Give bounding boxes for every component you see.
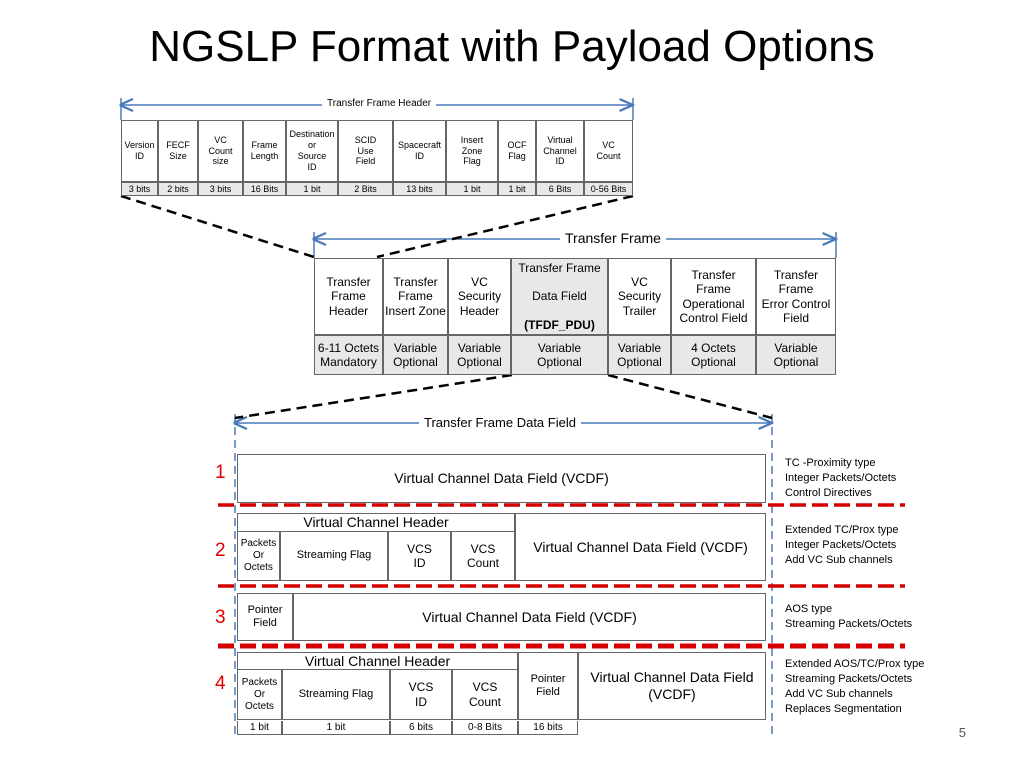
field-destination-id: Destination or Source ID <box>286 120 338 182</box>
frame-size-header: 6-11 Octets Mandatory <box>314 335 383 375</box>
size-insert-zone-flag: 1 bit <box>446 182 498 196</box>
option4-description: Extended AOS/TC/Prox type Streaming Pack… <box>785 658 925 715</box>
bits-streaming-flag: 1 bit <box>282 721 390 735</box>
bits-vcs-id: 6 bits <box>390 721 452 735</box>
field-ocf-flag: OCF Flag <box>498 120 536 182</box>
size-ocf-flag: 1 bit <box>498 182 536 196</box>
size-virtual-channel-id: 6 Bits <box>536 182 584 196</box>
size-destination-id: 1 bit <box>286 182 338 196</box>
field-version-id: Version ID <box>121 120 158 182</box>
zoom-line <box>607 373 773 420</box>
option-number-3: 3 <box>215 607 226 628</box>
option-number-2: 2 <box>215 540 226 561</box>
option4-pointer-field: Pointer Field <box>518 652 578 720</box>
option1-description: TC -Proximity type Integer Packets/Octet… <box>785 457 897 499</box>
field-frame-length: Frame Length <box>243 120 286 182</box>
size-spacecraft-id: 13 bits <box>393 182 446 196</box>
option2-vcs-id: VCS ID <box>388 531 451 581</box>
field-vc-count-size: VC Count size <box>198 120 243 182</box>
option3-pointer-field: Pointer Field <box>237 593 293 641</box>
slide-title: NGSLP Format with Payload Options <box>149 22 875 71</box>
option2-vcdf: Virtual Channel Data Field (VCDF) <box>515 513 766 581</box>
option4-packets-or-octets: Packets Or Octets <box>237 669 282 720</box>
size-scid-use: 2 Bits <box>338 182 393 196</box>
option4-vcs-count: VCS Count <box>452 669 518 720</box>
frame-size-ocf: 4 Octets Optional <box>671 335 756 375</box>
zoom-line <box>234 373 513 420</box>
option1-vcdf: Virtual Channel Data Field (VCDF) <box>237 454 766 503</box>
option2-streaming-flag: Streaming Flag <box>280 531 388 581</box>
datafield-diagram-label: Transfer Frame Data Field <box>419 415 581 430</box>
option-number-4: 4 <box>215 673 226 694</box>
option-number-1: 1 <box>215 462 226 483</box>
frame-field-vc-security-header: VC Security Header <box>448 258 511 335</box>
frame-size-fecf: Variable Optional <box>756 335 836 375</box>
frame-field-fecf: Transfer Frame Error Control Field <box>756 258 836 335</box>
bits-packets-or-octets: 1 bit <box>237 721 282 735</box>
frame-diagram-label: Transfer Frame <box>560 230 666 246</box>
field-virtual-channel-id: Virtual Channel ID <box>536 120 584 182</box>
option2-description: Extended TC/Prox type Integer Packets/Oc… <box>785 524 899 566</box>
option4-vc-header: Virtual Channel Header <box>237 652 518 669</box>
option4-vcs-id: VCS ID <box>390 669 452 720</box>
frame-field-insert-zone: Transfer Frame Insert Zone <box>383 258 448 335</box>
option3-description: AOS type Streaming Packets/Octets <box>785 603 913 630</box>
field-fecf-size: FECF Size <box>158 120 198 182</box>
option2-vcs-count: VCS Count <box>451 531 515 581</box>
frame-size-vc-security-trailer: Variable Optional <box>608 335 671 375</box>
size-vc-count-size: 3 bits <box>198 182 243 196</box>
option2-vc-header: Virtual Channel Header <box>237 513 515 531</box>
bits-pointer-field: 16 bits <box>518 721 578 735</box>
frame-size-vc-security-header: Variable Optional <box>448 335 511 375</box>
option4-vcdf: Virtual Channel Data Field (VCDF) <box>578 652 766 720</box>
field-insert-zone-flag: Insert Zone Flag <box>446 120 498 182</box>
field-vc-count: VC Count <box>584 120 633 182</box>
size-vc-count: 0-56 Bits <box>584 182 633 196</box>
frame-field-ocf: Transfer Frame Operational Control Field <box>671 258 756 335</box>
size-fecf-size: 2 bits <box>158 182 198 196</box>
option3-vcdf: Virtual Channel Data Field (VCDF) <box>293 593 766 641</box>
frame-field-vc-security-trailer: VC Security Trailer <box>608 258 671 335</box>
frame-size-tfdf: Variable Optional <box>511 335 608 375</box>
zoom-line <box>376 194 634 259</box>
field-spacecraft-id: Spacecraft ID <box>393 120 446 182</box>
option4-streaming-flag: Streaming Flag <box>282 669 390 720</box>
frame-field-header: Transfer Frame Header <box>314 258 383 335</box>
option2-packets-or-octets: Packets Or Octets <box>237 531 280 581</box>
bits-vcs-count: 0-8 Bits <box>452 721 518 735</box>
size-version-id: 3 bits <box>121 182 158 196</box>
zoom-line <box>120 194 315 259</box>
size-frame-length: 16 Bits <box>243 182 286 196</box>
frame-size-insert-zone: Variable Optional <box>383 335 448 375</box>
slide-number: 5 <box>958 725 966 740</box>
field-scid-use: SCID Use Field <box>338 120 393 182</box>
header-diagram-label: Transfer Frame Header <box>322 98 437 109</box>
